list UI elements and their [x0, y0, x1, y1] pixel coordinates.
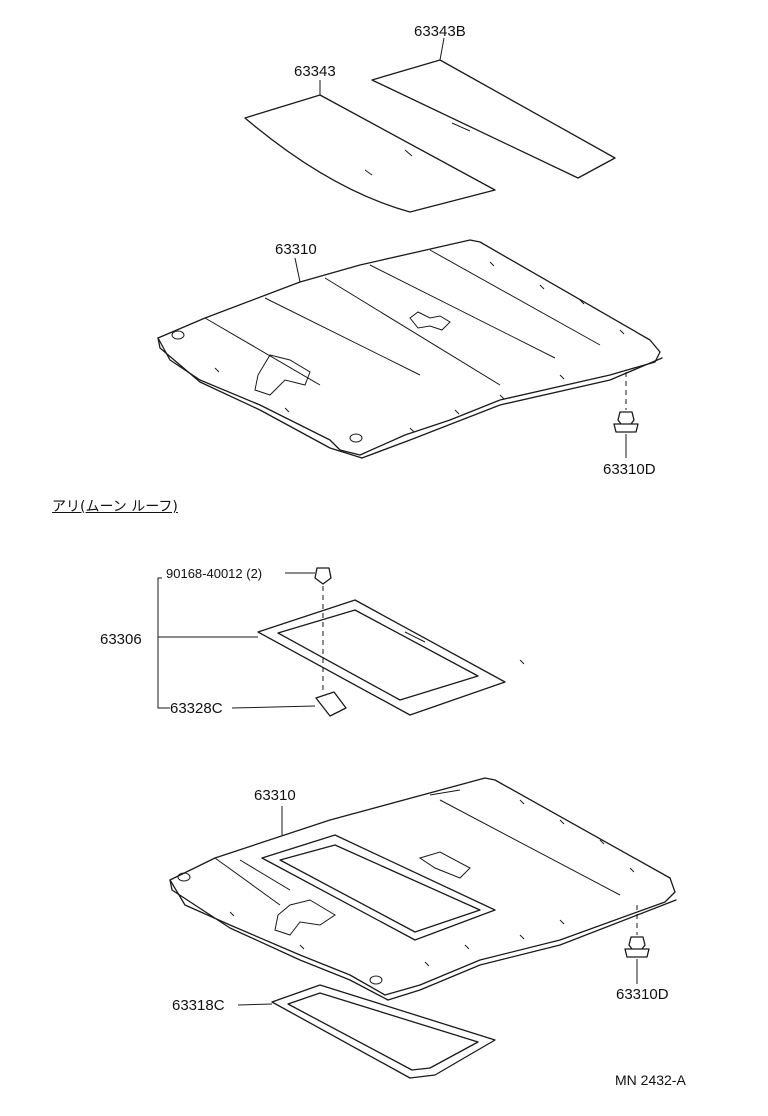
- label-63310-bottom: 63310: [254, 787, 296, 804]
- diagram-code: MN 2432-A: [615, 1072, 686, 1088]
- pad-63343-shape: [244, 94, 496, 213]
- label-63343b: 63343B: [414, 23, 466, 40]
- note-moonroof: アリ(ムーン ルーフ): [52, 499, 178, 515]
- leader-63318c: [237, 1003, 273, 1006]
- label-63328c: 63328C: [170, 700, 223, 717]
- clip-63328c-shape: [315, 691, 347, 717]
- label-63310d-top: 63310D: [603, 461, 656, 478]
- label-63310d-bottom: 63310D: [616, 986, 669, 1003]
- frame-63306-shape: [257, 599, 525, 716]
- headliner-bottom-shape: [169, 777, 677, 1001]
- bracket-63306: [157, 577, 170, 709]
- label-63306: 63306: [100, 631, 142, 648]
- leader-63343b: [439, 37, 445, 61]
- clip-63310d-bottom-shape: [624, 936, 650, 958]
- headliner-top-shape: [157, 239, 663, 459]
- clip-63310d-top-shape: [613, 411, 639, 433]
- leader-63328c: [231, 705, 316, 709]
- screw-90168-shape: [314, 567, 332, 585]
- label-63318c: 63318C: [172, 997, 225, 1014]
- label-90168: 90168-40012 (2): [166, 566, 263, 581]
- label-63343: 63343: [294, 63, 336, 80]
- seal-63318c-shape: [271, 984, 496, 1079]
- leader-63310-top: [294, 257, 301, 283]
- pad-63343b-shape: [371, 59, 616, 179]
- label-63310-top: 63310: [275, 241, 317, 258]
